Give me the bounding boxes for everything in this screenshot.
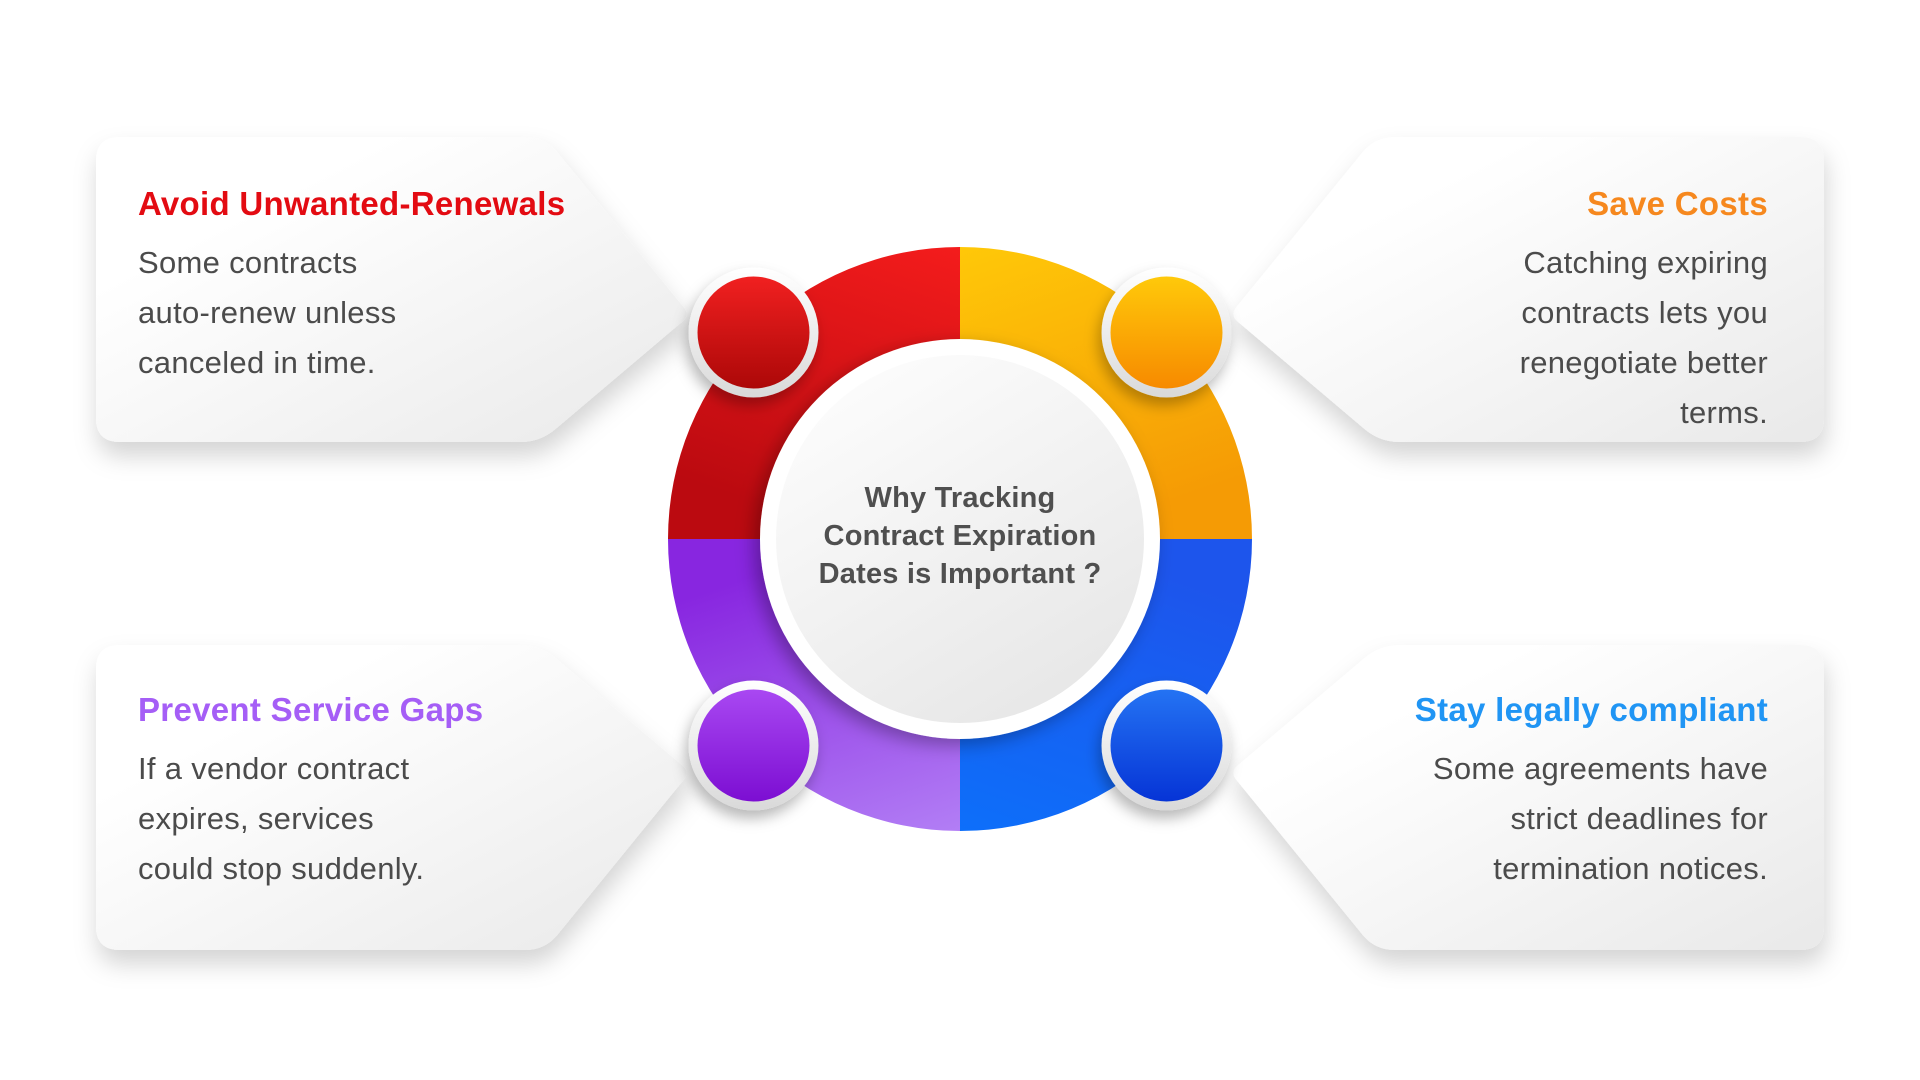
card-body-prevent-service-gaps: If a vendor contract expires, services c…: [138, 751, 425, 886]
node-circle-blue: [1101, 680, 1232, 811]
node-circle-purple: [688, 680, 819, 811]
ring-segment-blue: [960, 539, 1252, 831]
card-title-save-costs: Save Costs: [1587, 185, 1768, 222]
card-body-stay-legally-compliant: Some agreements have strict deadlines fo…: [1432, 751, 1768, 886]
center-disc-surface: [776, 355, 1144, 723]
card-body-avoid-renewals: Some contracts auto-renew unless cancele…: [138, 245, 397, 380]
card-bottom-left: Prevent Service Gaps If a vendor contrac…: [138, 688, 483, 894]
node-circle-orange: [1101, 267, 1232, 398]
card-top-left: Avoid Unwanted-Renewals Some contracts a…: [138, 182, 565, 388]
node-circle-red: [688, 267, 819, 398]
card-title-stay-legally-compliant: Stay legally compliant: [1414, 691, 1768, 728]
card-bottom-right: Stay legally compliant Some agreements h…: [1415, 688, 1768, 894]
card-shape-top-right: [1233, 137, 1824, 442]
card-title-prevent-service-gaps: Prevent Service Gaps: [138, 691, 484, 728]
center-title: Why Tracking Contract Expiration Dates i…: [818, 482, 1102, 590]
card-shape-bottom-left: [96, 645, 687, 950]
ring-segment-purple: [668, 539, 960, 831]
ring-segment-red: [668, 247, 960, 539]
card-shape-top-left: [96, 137, 687, 442]
card-title-avoid-renewals: Avoid Unwanted-Renewals: [138, 185, 566, 222]
ring-segment-yellow: [960, 247, 1252, 539]
card-top-right: Save Costs Catching expiring contracts l…: [1520, 182, 1768, 438]
center-disc: [760, 339, 1160, 739]
card-body-save-costs: Catching expiring contracts lets you ren…: [1519, 245, 1768, 430]
card-shape-bottom-right: [1233, 645, 1824, 950]
